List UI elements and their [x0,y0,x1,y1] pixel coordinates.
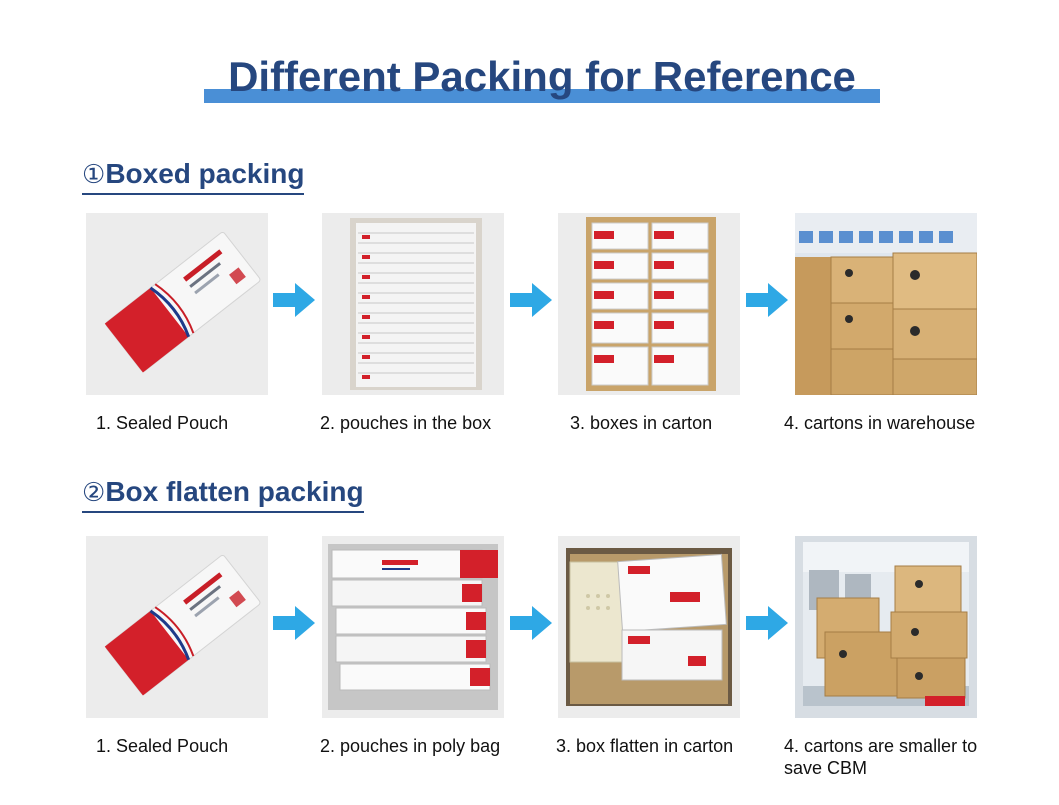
section-heading-text: Box flatten packing [105,476,364,507]
cartons-smaller-image [795,536,977,718]
step-caption: 4. cartons are smaller to save CBM [784,736,978,778]
sealed-pouch-image [86,213,268,395]
step-caption: 1. Sealed Pouch [96,736,229,756]
step-caption: 4. cartons in warehouse [784,413,976,433]
arrow-right-icon [273,604,317,642]
box-flatten-carton-image [558,536,740,718]
section-number-marker: ② [82,478,106,508]
arrow-right-icon [510,281,554,319]
cartons-smaller-photo [795,536,977,718]
arrow-right-icon [746,281,790,319]
arrow-right-icon [273,281,317,319]
sealed-pouch-photo [86,213,268,395]
pouches-in-box-image [322,213,504,395]
boxes-in-carton-photo [558,213,740,395]
pouches-poly-bag-photo [322,536,504,718]
step-caption: 1. Sealed Pouch [96,413,229,433]
main-title-block: Different Packing for Reference [204,52,880,104]
title-underline-bar [204,89,880,103]
cartons-warehouse-image [795,213,977,395]
boxes-in-carton-image [558,213,740,395]
section-heading-box-flatten: ②Box flatten packing [82,475,364,513]
step-caption: 2. pouches in the box [320,413,492,433]
sealed-pouch-photo [86,536,268,718]
section-heading-boxed: ①Boxed packing [82,157,305,195]
sealed-pouch-image [86,536,268,718]
step-caption: 3. box flatten in carton [556,736,734,756]
pouches-in-box-photo [322,213,504,395]
arrow-right-icon [746,604,790,642]
section-heading-text: Boxed packing [105,158,305,189]
section-number-marker: ① [82,160,106,190]
box-flatten-carton-photo [558,536,740,718]
pouches-poly-bag-image [322,536,504,718]
page-title: Different Packing for Reference [228,53,856,100]
cartons-warehouse-photo [795,213,977,395]
step-caption: 3. boxes in carton [570,413,713,433]
step-caption: 2. pouches in poly bag [320,736,501,756]
arrow-right-icon [510,604,554,642]
